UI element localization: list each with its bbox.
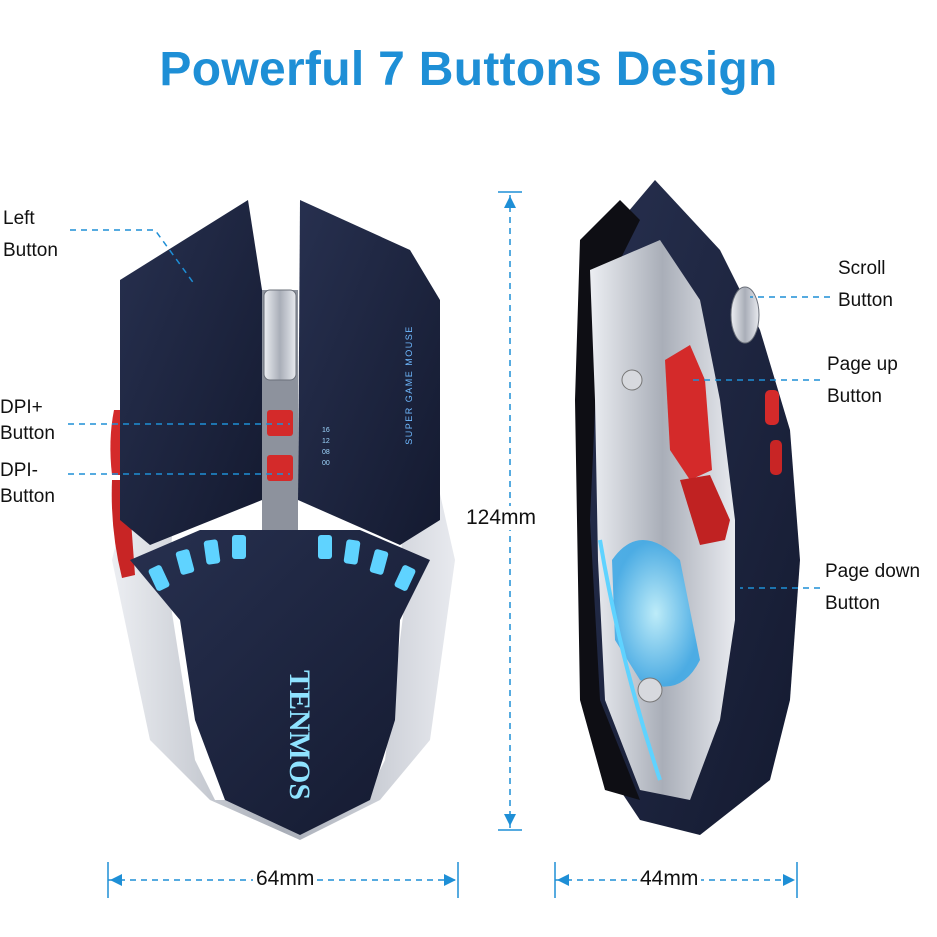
side-screw-top	[621, 369, 643, 391]
led-strip-top	[148, 535, 416, 591]
side-black-base	[575, 200, 640, 800]
page-title: Powerful 7 Buttons Design	[159, 43, 778, 96]
right-button-shell	[298, 200, 440, 545]
side-screw-bottom	[637, 677, 663, 703]
dimension-ticks	[107, 191, 798, 898]
svg-text:16: 16	[322, 427, 330, 434]
side-page-down-button	[680, 475, 730, 545]
side-scroll-wheel	[730, 286, 760, 344]
brand-logo: TENMOS	[283, 670, 316, 800]
scroll-wheel	[263, 289, 297, 381]
side-page-up-button	[665, 345, 712, 480]
dpi-minus-top-button	[267, 455, 293, 481]
dimension-arrows	[110, 196, 795, 886]
subbrand-text: SUPER GAME MOUSE	[404, 325, 414, 445]
dim-width-top-label: 64mm	[253, 867, 318, 891]
svg-text:08: 08	[322, 449, 330, 456]
dim-height-label: 124mm	[463, 506, 540, 530]
side-red-button-edge-1	[765, 390, 779, 425]
dpi-marks: 16 12 08 00	[322, 427, 330, 467]
left-button-shell	[120, 200, 262, 545]
side-glow-panel	[612, 540, 700, 687]
palm-shell	[130, 530, 430, 835]
svg-text:00: 00	[322, 460, 330, 467]
mouse-side-view	[575, 180, 800, 835]
svg-text:12: 12	[322, 438, 330, 445]
side-glow-rim	[598, 539, 662, 781]
label-dpi-plus: DPI+Button	[0, 397, 55, 444]
label-dpi-minus: DPI-Button	[0, 460, 55, 507]
dpi-plus-top-button	[267, 410, 293, 436]
mouse-top-view	[110, 200, 455, 840]
dim-width-side-label: 44mm	[637, 867, 702, 891]
side-red-button-edge-2	[770, 440, 782, 475]
